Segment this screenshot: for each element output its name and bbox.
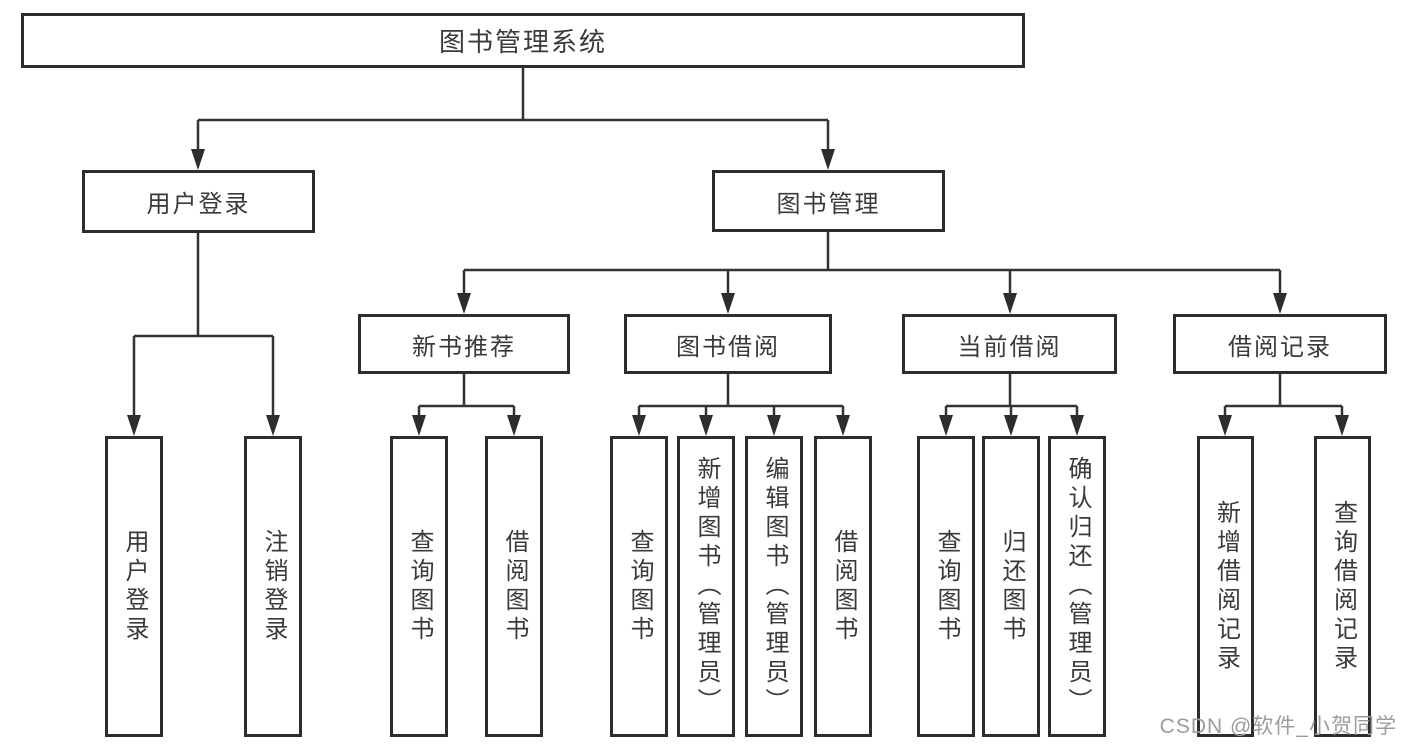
leaf-edit-book-admin: 编辑图书（管理员） [745, 436, 803, 737]
leaf-add-borrow-record: 新增借阅记录 [1197, 436, 1254, 737]
arrow-to-leaf-query-book-borrow [632, 415, 646, 436]
arrow-to-leaf-return-book [1004, 415, 1018, 436]
leaf-add-book-admin-label: 新增图书（管理员） [693, 456, 720, 717]
leaf-confirm-return-admin: 确认归还（管理员） [1048, 436, 1106, 737]
leaf-logout-label: 注销登录 [260, 528, 287, 645]
arrow-to-leaf-user-login [127, 415, 141, 436]
node-book-management: 图书管理 [712, 170, 945, 232]
edge-userlogin-to-leaves [132, 233, 275, 420]
node-book-management-label: 图书管理 [776, 190, 881, 218]
node-book-borrow: 图书借阅 [624, 314, 832, 374]
leaf-query-borrow-record-label: 查询借阅记录 [1329, 499, 1357, 674]
leaf-borrow-book-borrow: 借阅图书 [814, 436, 872, 737]
arrow-to-leaf-query-book-rec [412, 415, 426, 436]
leaf-query-book-borrow-label: 查询图书 [626, 528, 653, 645]
arrow-to-leaf-add-record [1218, 415, 1232, 436]
arrow-to-leaf-edit-book [767, 415, 781, 436]
node-current-borrow: 当前借阅 [902, 314, 1117, 374]
arrow-to-leaf-confirm-return [1070, 415, 1084, 436]
node-current-borrow-label: 当前借阅 [957, 333, 1062, 361]
leaf-query-book-recommend: 查询图书 [390, 436, 448, 737]
leaf-query-book-recommend-label: 查询图书 [406, 528, 433, 645]
leaf-query-book-borrow: 查询图书 [610, 436, 668, 737]
leaf-borrow-book-borrow-label: 借阅图书 [830, 528, 857, 645]
arrow-to-leaf-add-book [699, 415, 713, 436]
node-borrow-record-label: 借阅记录 [1228, 333, 1332, 361]
arrow-to-leaf-borrow-book-borrow [836, 415, 850, 436]
leaf-borrow-book-recommend: 借阅图书 [485, 436, 543, 737]
edge-currentborrow-to-leaves [944, 374, 1079, 420]
leaf-borrow-book-recommend-label: 借阅图书 [501, 528, 528, 645]
leaf-confirm-return-admin-label: 确认归还（管理员） [1064, 456, 1091, 717]
arrow-to-current-borrow [1003, 293, 1017, 314]
arrow-to-leaf-query-record [1335, 415, 1349, 436]
leaf-query-borrow-record: 查询借阅记录 [1314, 436, 1371, 737]
node-user-login: 用户登录 [82, 170, 315, 233]
arrow-to-leaf-logout [266, 415, 280, 436]
arrow-to-new-book-rec [457, 293, 471, 314]
leaf-edit-book-admin-label: 编辑图书（管理员） [761, 456, 788, 717]
edge-bookmgmt-to-level3 [462, 232, 1282, 297]
edge-newbookrec-to-leaves [417, 374, 516, 420]
arrow-to-user-login [191, 149, 205, 170]
node-borrow-record: 借阅记录 [1173, 314, 1387, 374]
arrow-to-leaf-query-book-current [939, 415, 953, 436]
node-book-borrow-label: 图书借阅 [676, 333, 780, 361]
node-root-label: 图书管理系统 [438, 27, 607, 57]
leaf-query-book-current-label: 查询图书 [933, 528, 960, 645]
leaf-query-book-current: 查询图书 [917, 436, 975, 737]
arrowheads [127, 149, 1349, 436]
arrow-to-book-borrow [721, 293, 735, 314]
leaf-add-book-admin: 新增图书（管理员） [677, 436, 735, 737]
arrow-to-book-mgmt [821, 149, 835, 170]
edge-bookborrow-to-leaves [637, 374, 845, 420]
edge-borrowrecord-to-leaves [1223, 374, 1344, 420]
leaf-return-book: 归还图书 [982, 436, 1040, 737]
leaf-user-login-label: 用户登录 [121, 528, 148, 645]
leaf-add-borrow-record-label: 新增借阅记录 [1212, 499, 1240, 674]
leaf-return-book-label: 归还图书 [998, 528, 1025, 645]
node-new-book-recommend: 新书推荐 [358, 314, 570, 374]
edge-root-to-level2 [196, 68, 830, 152]
arrow-to-borrow-record [1273, 293, 1287, 314]
node-root: 图书管理系统 [21, 13, 1025, 68]
node-user-login-label: 用户登录 [146, 191, 251, 218]
csdn-watermark: CSDN @软件_小贺同学 [1159, 715, 1397, 738]
leaf-logout: 注销登录 [244, 436, 302, 737]
arrow-to-leaf-borrow-book-rec [507, 415, 521, 436]
leaf-user-login: 用户登录 [105, 436, 163, 737]
node-new-book-recommend-label: 新书推荐 [412, 333, 516, 361]
